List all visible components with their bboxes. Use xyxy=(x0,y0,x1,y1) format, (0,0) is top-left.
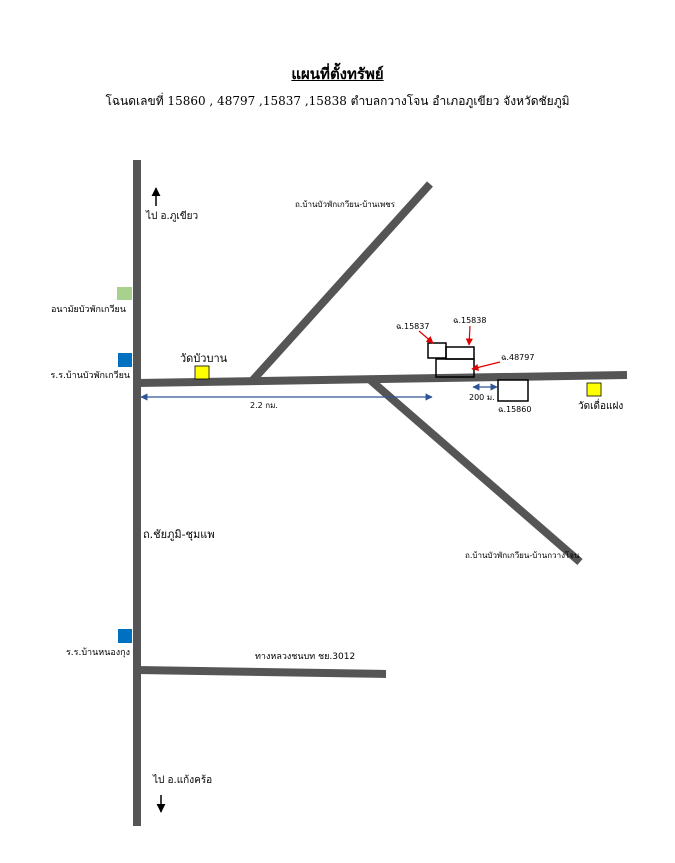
parcel-15837-label: ฉ.15837 xyxy=(396,322,429,331)
parcel-15860 xyxy=(497,379,529,402)
parcel-48797-pointer-arrow xyxy=(471,361,501,371)
temple-1-label: วัดบัวบาน xyxy=(180,352,228,365)
temple-2-label: วัดเดื่อแฝง xyxy=(578,398,623,412)
health-center-marker xyxy=(117,287,132,300)
lower-branch-label: ถ.บ้านบัวพักเกวียน-บ้านกวางโจน xyxy=(465,550,580,560)
parcels xyxy=(427,342,529,402)
map-title: แผนที่ตั้งทรัพย์ xyxy=(291,65,384,83)
main-road-label: ถ.ชัยภูมิ-ชุมแพ xyxy=(143,528,215,541)
map-subtitle: โฉนดเลขที่ 15860 , 48797 ,15837 ,15838 ต… xyxy=(105,94,570,108)
south-direction-label: ไป อ.แก้งคร้อ xyxy=(152,774,212,786)
lower-branch-road xyxy=(365,374,583,566)
distance-label-200m: 200 ม. xyxy=(469,393,495,402)
parcel-15838-pointer-arrow xyxy=(465,325,473,346)
east-road xyxy=(136,371,628,387)
parcel-15838-label: ฉ.15838 xyxy=(453,316,486,325)
parcel-15837 xyxy=(427,342,447,359)
parcel-15838 xyxy=(445,346,475,360)
parcel-15837-pointer-arrow xyxy=(418,330,434,344)
upper-branch-label: ถ.บ้านบัวพักเกวียน-บ้านเพชร xyxy=(295,200,396,209)
roads xyxy=(133,160,628,826)
school-2-label: ร.ร.บ้านหนองกุง xyxy=(66,647,130,658)
parcel-48797-label: ฉ.48797 xyxy=(501,353,534,362)
upper-branch-road xyxy=(249,181,433,384)
school-2-marker xyxy=(118,629,132,643)
distance-label-2-2km: 2.2 กม. xyxy=(250,401,278,410)
temple-2-marker xyxy=(586,382,602,397)
school-1-label: ร.ร.บ้านบัวพักเกวียน xyxy=(51,370,130,381)
rural-road-label: ทางหลวงชนบท ชย.3012 xyxy=(255,652,355,662)
parcel-15860-label: ฉ.15860 xyxy=(498,405,531,414)
rural-road xyxy=(136,666,387,678)
health-center-label: อนามัยบัวพักเกวียน xyxy=(51,304,126,315)
temple-1-marker xyxy=(194,365,210,380)
school-1-marker xyxy=(118,353,132,367)
north-direction-label: ไป อ.ภูเขียว xyxy=(145,210,198,222)
